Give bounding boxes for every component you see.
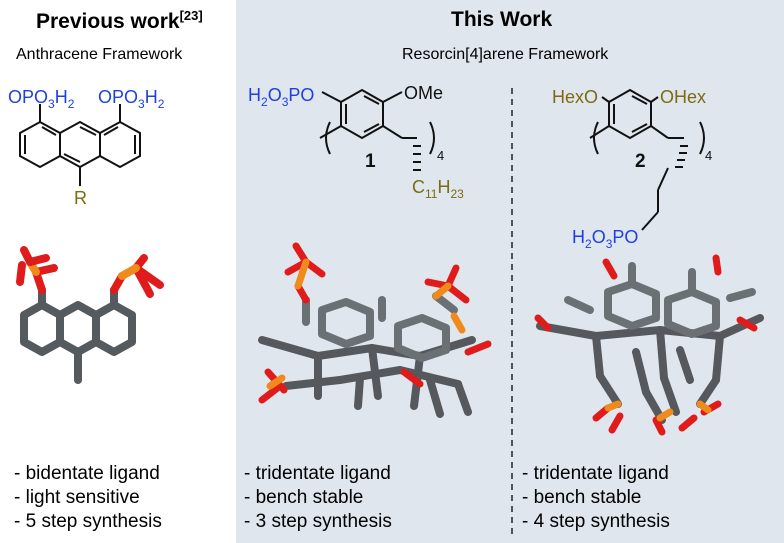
previous-bullet-1: - bidentate ligand: [14, 463, 160, 484]
compound1-number: 1: [365, 151, 376, 172]
compound1-structure: [319, 88, 435, 155]
c2-hexoxy-left: HexO: [552, 87, 598, 107]
c2-bullet-3: - 4 step synthesis: [522, 511, 670, 532]
c1-bullet-3: - 3 step synthesis: [244, 511, 392, 532]
previous-bullets: - bidentate ligand - light sensitive - 5…: [14, 462, 162, 534]
anth-phosphate-left: OPO3H2: [8, 87, 75, 111]
c2-bullet-2: - bench stable: [522, 487, 642, 508]
c2-phosphate: H2O3PO: [572, 227, 638, 251]
c1-methoxy: OMe: [404, 83, 443, 103]
compound2-3d-model: [534, 254, 764, 436]
previous-work-title: Previous work[23]: [36, 8, 203, 34]
previous-work-subtitle: Anthracene Framework: [16, 46, 183, 63]
anth-phosphate-right: OPO3H2: [98, 87, 165, 111]
previous-bullet-2: - light sensitive: [14, 487, 140, 508]
compound2-structure: [589, 88, 705, 231]
c1-bullet-2: - bench stable: [244, 487, 364, 508]
c1-bullet-1: - tridentate ligand: [244, 463, 391, 484]
compound2-number: 2: [635, 151, 646, 172]
compound1-dashed-bond: [413, 145, 421, 171]
previous-work-ref: [23]: [179, 8, 203, 23]
c1-repeat-n: 4: [437, 148, 444, 163]
this-work-subtitle: Resorcin[4]arene Framework: [402, 46, 609, 63]
compound2-dashed-bond: [675, 145, 688, 168]
previous-bullet-3: - 5 step synthesis: [14, 511, 162, 532]
compound1-bullets: - tridentate ligand - bench stable - 3 s…: [244, 462, 392, 534]
compound2-bullets: - tridentate ligand - bench stable - 4 s…: [522, 462, 670, 534]
anthracene-3d-model: [16, 246, 164, 384]
anth-r-group: R: [74, 188, 87, 208]
previous-work-title-text: Previous work: [36, 10, 180, 33]
anthracene-structure: [19, 104, 141, 186]
c2-repeat-n: 4: [705, 148, 712, 163]
this-work-title: This Work: [451, 8, 553, 31]
c1-alkyl: C11H23: [412, 177, 464, 201]
c2-bullet-1: - tridentate ligand: [522, 463, 669, 484]
c2-hexoxy-right: OHex: [660, 87, 706, 107]
c1-phosphate: H2O3PO: [248, 85, 314, 109]
compound1-3d-model: [258, 242, 492, 418]
